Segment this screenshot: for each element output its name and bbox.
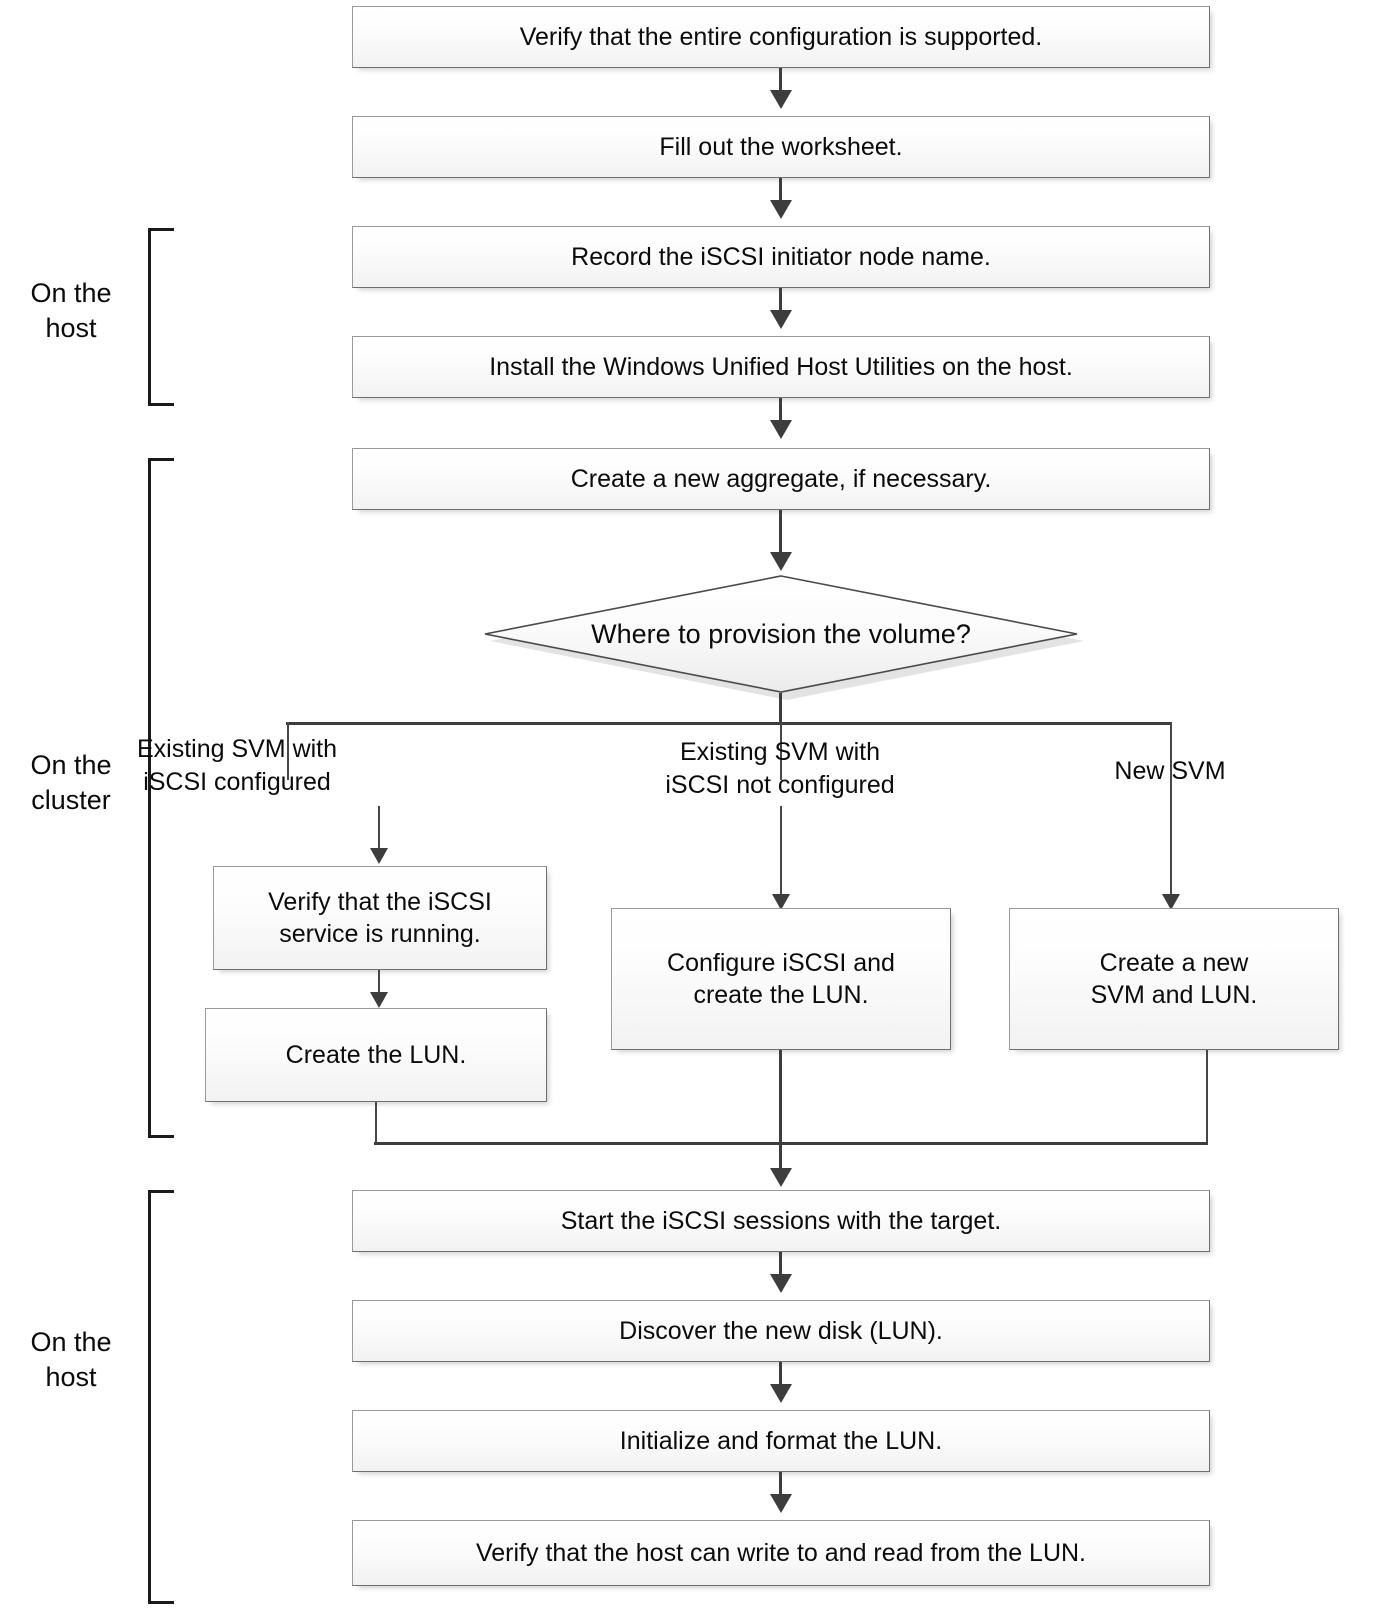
decision-where-to-provision[interactable]: Where to provision the volume? [484,575,1084,700]
arrowhead-left-to-verify-service [370,848,388,864]
node-verify-read-write[interactable]: Verify that the host can write to and re… [352,1520,1210,1586]
node-fill-worksheet[interactable]: Fill out the worksheet. [352,116,1210,178]
branch-label-existing-svm-configured: Existing SVM with iSCSI configured [136,735,338,796]
arrowhead-install-to-aggregate [770,420,792,439]
node-create-new-svm-and-lun[interactable]: Create a new SVM and LUN. [1009,908,1339,1050]
connector-verify-to-worksheet [779,68,782,96]
arrowhead-middle-to-configure [772,894,790,910]
connector-verify-service-to-create-lun [378,970,380,996]
connector-decision-stem [779,693,782,725]
branch-label-new-svm: New SVM [1114,757,1226,785]
arrowhead-initialize-to-verify [770,1494,792,1513]
bracket-on-the-host-bottom [148,1190,174,1604]
connector-split-right [1170,722,1172,872]
connector-split-left [287,722,289,780]
node-create-lun[interactable]: Create the LUN. [205,1008,547,1102]
node-configure-iscsi-create-lun[interactable]: Configure iSCSI and create the LUN. [611,908,951,1050]
group-label-on-the-cluster: On the cluster [30,750,112,816]
connector-initialize-to-verify [779,1472,782,1500]
connector-merge-to-start-sessions [779,1142,782,1174]
arrowhead-record-to-install [770,310,792,329]
connector-worksheet-to-record [779,178,782,206]
group-label-on-the-host-bottom: On the host [30,1327,112,1393]
node-verify-configuration[interactable]: Verify that the entire configuration is … [352,6,1210,68]
node-discover-new-disk[interactable]: Discover the new disk (LUN). [352,1300,1210,1362]
connector-record-to-install [779,288,782,316]
node-initialize-format-lun[interactable]: Initialize and format the LUN. [352,1410,1210,1472]
bracket-on-the-cluster [148,458,174,1138]
connector-discover-to-initialize [779,1362,782,1390]
arrowhead-right-to-create-svm [1162,894,1180,910]
arrowhead-worksheet-to-record [770,200,792,219]
arrowhead-verify-to-worksheet [770,90,792,109]
branch-label-existing-svm-not-configured: Existing SVM with iSCSI not configured [665,738,895,799]
node-create-aggregate[interactable]: Create a new aggregate, if necessary. [352,448,1210,510]
connector-create-lun-down [375,1102,377,1144]
connector-install-to-aggregate [779,398,782,426]
connector-configure-down [779,1050,782,1144]
diamond-outline [484,575,1078,693]
arrowhead-start-to-discover [770,1274,792,1293]
connector-right-stem-lower [1170,806,1172,898]
group-label-on-the-host-top: On the host [30,278,112,344]
arrowhead-aggregate-to-decision [770,552,792,571]
connector-create-svm-down [1206,1050,1208,1144]
arrowhead-discover-to-initialize [770,1384,792,1403]
arrowhead-verify-service-to-create-lun [370,992,388,1008]
bracket-on-the-host-top [148,228,174,406]
node-verify-iscsi-service[interactable]: Verify that the iSCSI service is running… [213,866,547,970]
node-start-iscsi-sessions[interactable]: Start the iSCSI sessions with the target… [352,1190,1210,1252]
connector-split-bar [286,722,1172,725]
connector-middle-stem-lower [780,806,782,898]
node-record-initiator-node-name[interactable]: Record the iSCSI initiator node name. [352,226,1210,288]
node-install-host-utilities[interactable]: Install the Windows Unified Host Utiliti… [352,336,1210,398]
connector-merge-bar [374,1142,1208,1145]
decision-label: Where to provision the volume? [591,618,971,649]
connector-left-stem-lower [378,806,380,852]
arrowhead-merge-to-start-sessions [770,1168,792,1187]
connector-aggregate-to-decision [779,510,782,558]
connector-start-to-discover [779,1252,782,1280]
connector-split-middle [780,722,782,780]
